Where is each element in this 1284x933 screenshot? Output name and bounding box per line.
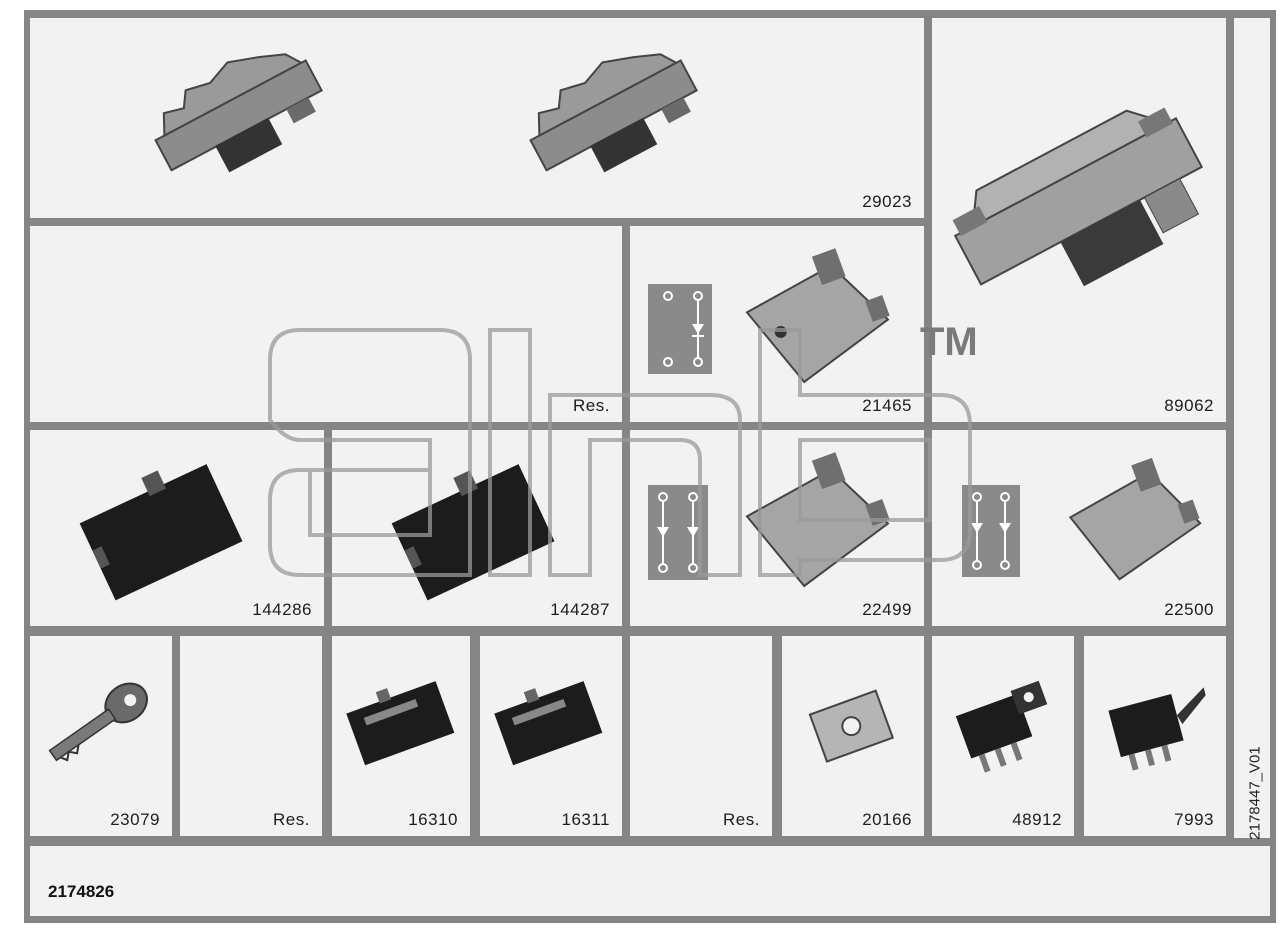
part-number: 7993 xyxy=(1174,810,1214,829)
assembly-number: 2174826 xyxy=(48,882,115,901)
cell-7993: 7993 xyxy=(1084,636,1226,836)
part-number: 48912 xyxy=(1012,810,1062,829)
cell-16310: 16310 xyxy=(332,636,470,836)
cell-48912: 48912 xyxy=(932,636,1074,836)
mounting-clip-image xyxy=(808,689,895,763)
double-diode-diagram xyxy=(648,485,708,580)
cell-reserved: Res. xyxy=(630,636,772,836)
double-diode-diagram xyxy=(962,485,1020,577)
cell-21465: 21465 xyxy=(630,226,924,422)
parts-sheet: 29023 89062 Res. xyxy=(24,10,1276,923)
terminal-block-image xyxy=(745,248,890,384)
part-number: Res. xyxy=(723,810,760,829)
cell-reserved-top: Res. xyxy=(30,226,622,422)
trademark-symbol: TM xyxy=(920,320,978,364)
contact-element-image xyxy=(494,681,603,766)
cell-20166: 20166 xyxy=(782,636,924,836)
part-number: 144286 xyxy=(252,600,312,619)
terminal-block-rail-image-left xyxy=(154,53,323,173)
part-number: 23079 xyxy=(110,810,160,829)
contact-block-image xyxy=(79,464,243,601)
part-number: 21465 xyxy=(862,396,912,415)
drawing-reference-text: 2178447_V01 xyxy=(1246,746,1264,840)
cell-22500: 22500 xyxy=(932,430,1226,626)
part-number: 144287 xyxy=(550,600,610,619)
part-number: 20166 xyxy=(862,810,912,829)
cell-16311: 16311 xyxy=(480,636,622,836)
part-number: 16311 xyxy=(561,810,610,829)
cell-22499: 22499 xyxy=(630,430,924,626)
side-strip xyxy=(1234,18,1270,838)
part-number: Res. xyxy=(573,396,610,415)
cell-144286: 144286 xyxy=(30,430,324,626)
terminal-block-image xyxy=(1068,457,1202,581)
din-rail-relay-image xyxy=(952,107,1204,287)
single-diode-diagram xyxy=(648,284,712,374)
contact-element-image xyxy=(346,681,455,766)
contact-block-image xyxy=(391,464,555,601)
drawing-reference: 2178447_V01 xyxy=(1240,738,1270,848)
part-number: 22500 xyxy=(1164,600,1214,619)
automotive-relay-image xyxy=(1108,687,1206,771)
cell-29023: 29023 xyxy=(30,18,924,218)
footer-cell: 2174826 xyxy=(30,846,1270,916)
part-number: 22499 xyxy=(862,600,912,619)
cell-89062: 89062 xyxy=(932,18,1226,422)
part-number: 89062 xyxy=(1164,396,1214,415)
part-number: 16310 xyxy=(408,810,458,829)
terminal-block-rail-image-right xyxy=(529,53,698,173)
cell-reserved: Res. xyxy=(180,636,322,836)
cell-23079: 23079 xyxy=(30,636,172,836)
key-image xyxy=(48,682,148,762)
part-number: Res. xyxy=(273,810,310,829)
cell-144287: 144287 xyxy=(332,430,622,626)
automotive-relay-image xyxy=(955,680,1048,773)
part-number: 29023 xyxy=(862,192,912,211)
terminal-block-image xyxy=(745,452,890,588)
